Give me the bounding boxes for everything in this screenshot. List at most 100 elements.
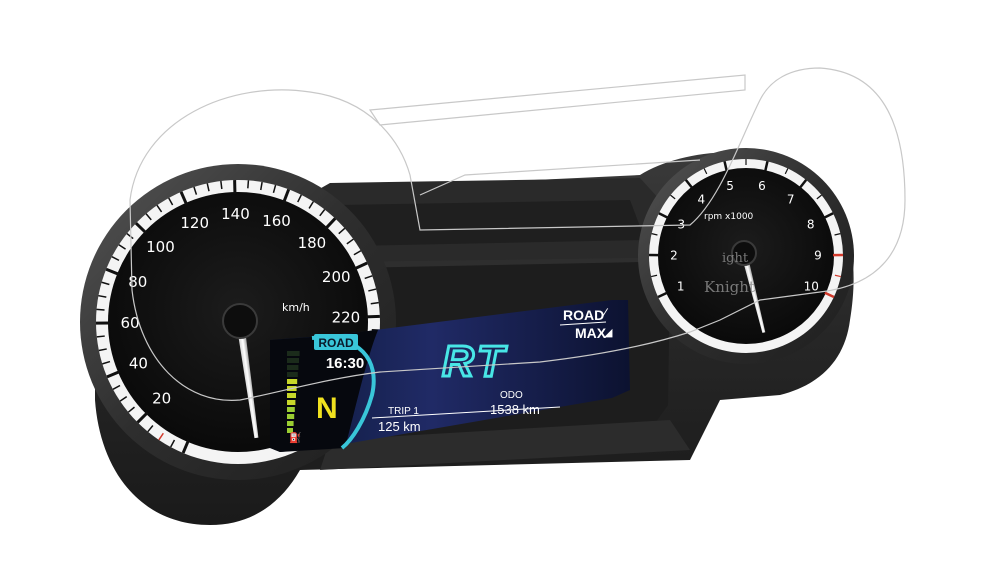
speedometer-tick [247,180,250,189]
speedometer-tick [179,191,189,206]
speedometer-tick [206,183,210,192]
screen-protector-film [129,67,906,401]
rpm-unit-label: rpm x1000 [704,212,754,222]
speedometer-tick [111,256,120,262]
tachometer-hub [731,240,757,266]
speedometer-tick [119,396,128,402]
speedometer-tick [364,275,373,280]
fuel-segment [287,414,295,419]
watermark-line2: Knight [704,278,755,296]
rpm-scale-label: 8 [807,217,815,231]
speedometer-tick [365,314,380,319]
speed-scale-label: 180 [298,234,327,252]
speedometer-tick [101,281,110,286]
tachometer-ticks [648,159,844,299]
speedometer-tick [147,425,154,433]
hood-inner [340,200,645,246]
fuel-segment [287,428,293,433]
speedometer-tick [126,232,134,240]
speedometer-tick [98,348,107,352]
trip-value: 125 km [378,419,421,434]
tachometer-tick [651,233,658,236]
watermark-line1: ight [722,251,749,266]
speedometer-tick [319,209,326,217]
speed-scale-label: 160 [262,212,291,230]
tachometer-needle [741,252,766,333]
speedometer-tick [112,384,121,390]
speed-scale-label: 20 [152,389,171,407]
tachometer-tick [723,161,728,172]
fuel-segment [287,351,300,356]
power-icon: ◢ [604,327,613,339]
power-mode: MAX [575,325,607,341]
tachometer-tick [784,168,789,175]
throttle-icon: ∕ [601,305,609,321]
mode-divider [559,321,607,326]
speedometer-ticks [95,180,380,454]
speedometer-tick [168,197,174,206]
ride-mode: ROAD [563,307,604,323]
speedometer-tick [145,213,152,221]
speedometer-tick [170,439,176,448]
rpm-scale-label: 1 [677,279,685,293]
tachometer-tick [657,291,668,299]
speedometer-tick [272,184,277,193]
speedometer-tick [282,188,291,203]
tachometer-tick [658,212,669,219]
gear-indicator: N [316,392,338,425]
speedometer-tick [106,370,121,379]
speedometer-tick [370,301,379,305]
fuel-segment [287,400,296,405]
speedometer-tick [102,360,111,365]
speed-scale-label: 220 [332,309,361,327]
tachometer-tick [834,274,841,278]
speedometer-tick [181,439,190,454]
speed-scale-label: 40 [129,355,148,373]
speedometer-tick [105,267,120,276]
speedometer-hub [222,303,258,339]
tachometer-tick [764,161,769,172]
fuel-segment [287,372,298,377]
speedometer-tick [136,411,149,424]
rpm-scale-label: 9 [814,248,822,262]
tachometer-tick [834,233,841,236]
fuel-segment [287,407,295,412]
tft-display: ⛽ ROAD 16:30 N RT ROAD MAX ∕ ◢ TRIP 1 12… [270,300,630,452]
model-logo: RT [442,337,508,386]
speedometer-tick [353,250,362,256]
tachometer-tick [816,194,822,200]
rpm-scale-label: 7 [787,193,795,207]
speedometer-tick [98,294,107,298]
speedometer-tick [158,432,164,441]
speedometer-tick [193,186,198,195]
speed-scale-label: 200 [322,268,351,286]
speed-unit-label: km/h [282,301,310,314]
tachometer-tick [684,179,694,189]
screen-frame-lower [320,420,690,470]
speedometer-tick [156,204,163,213]
fuel-segment [287,379,298,384]
speedometer-tick [353,261,368,271]
tachometer-tick [703,168,708,175]
clock: 16:30 [326,355,364,372]
speed-scale-label: 140 [221,205,250,223]
speed-scale-label: 80 [128,273,147,291]
speed-scale-label: 120 [180,214,209,232]
speedometer-tick [346,238,354,245]
speedometer-tick [308,201,314,209]
speedometer-tick [127,406,135,413]
rpm-scale-label: 4 [698,193,706,207]
tachometer-tick [798,179,808,189]
speedometer-tick [220,180,223,190]
speedometer-tick [368,288,377,292]
speedometer-tick [134,222,148,235]
tachometer-tick [670,194,676,200]
mode-badge [314,334,358,350]
mode-badge-label: ROAD [318,336,354,350]
trip-divider [371,406,561,419]
trip-label: TRIP 1 [388,406,419,417]
tachometer-tick [651,274,658,278]
